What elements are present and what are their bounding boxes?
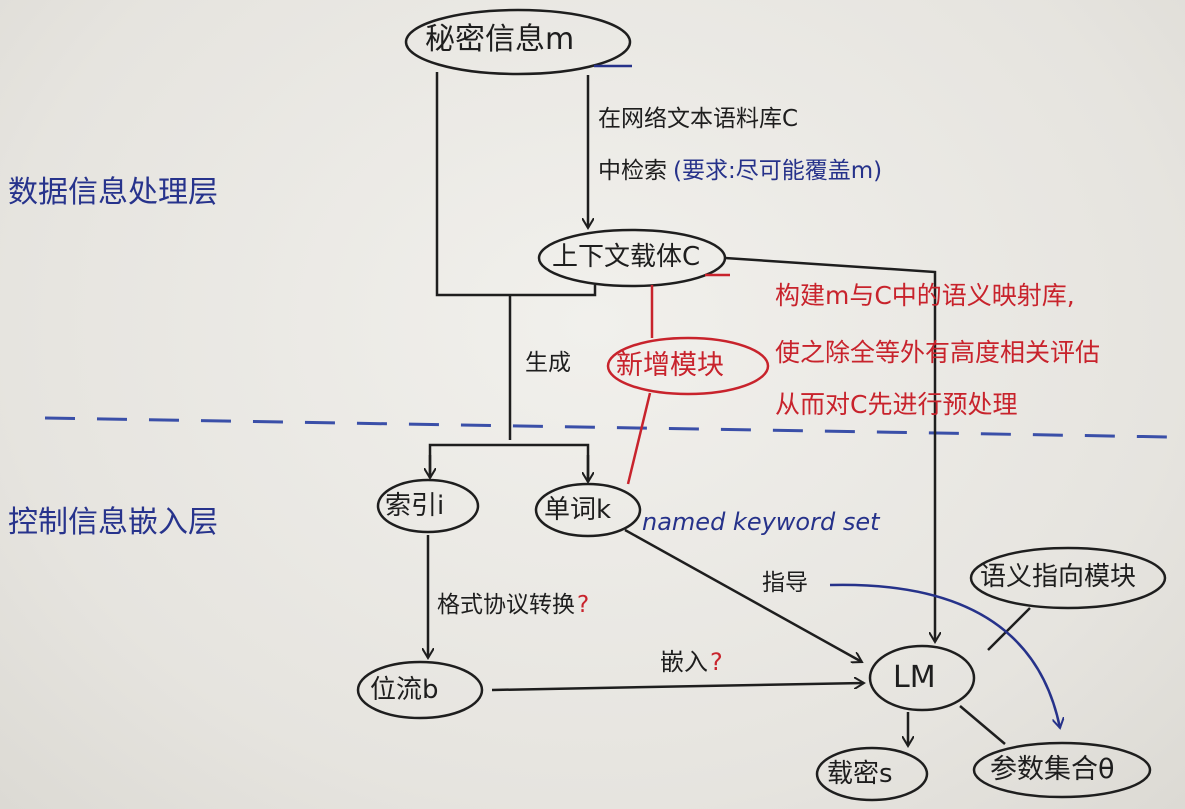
carrier-to-lm-arrow	[724, 256, 935, 642]
word-to-lm-arrow	[624, 528, 862, 662]
semantic-module-label: 语义指向模块	[980, 562, 1137, 592]
params-node-label: 参数集合θ	[990, 754, 1115, 785]
format-convert-text: 格式协议转换	[437, 592, 575, 618]
keyword-set-label: named keyword set	[642, 508, 880, 536]
format-convert-label: 格式协议转换?	[437, 594, 589, 617]
params-node-outline	[972, 741, 1152, 799]
format-question-mark: ?	[577, 592, 590, 618]
index-node-label: 索引i	[385, 491, 445, 521]
bitstream-node-label: 位流b	[370, 675, 439, 705]
carrier-node-label: 上下文载体C	[552, 242, 701, 272]
stego-node-label: 载密s	[827, 759, 893, 789]
lm-node-label: LM	[893, 660, 936, 695]
data-processing-layer-label: 数据信息处理层	[8, 175, 218, 210]
bitstream-to-lm-arrow	[491, 683, 864, 692]
retrieve-label-black: 中检索	[598, 158, 667, 184]
generate-label: 生成	[525, 350, 571, 376]
semantic-to-lm-line	[987, 607, 1031, 651]
retrieve-requirement-label: (要求:尽可能覆盖m)	[673, 158, 883, 184]
annotation-line-1: 构建m与C中的语义映射库,	[775, 281, 1075, 310]
secret-node-label: 秘密信息m	[425, 22, 575, 57]
embed-text: 嵌入	[660, 648, 708, 676]
new-module-outline	[606, 336, 770, 396]
control-embedding-layer-label: 控制信息嵌入层	[8, 505, 218, 540]
new-module-label: 新增模块	[616, 350, 724, 381]
annotation-line-2: 使之除全等外有高度相关评估	[775, 338, 1101, 367]
lm-node-outline	[868, 644, 976, 712]
secret-node-outline	[404, 8, 632, 76]
guide-label: 指导	[762, 570, 808, 596]
guide-curve-arrow	[829, 583, 1060, 728]
semantic-module-outline	[969, 546, 1167, 610]
index-node-outline	[376, 478, 480, 534]
branch-line	[428, 443, 590, 482]
layer-divider	[44, 416, 1171, 439]
embed-question-mark: ?	[710, 648, 723, 676]
lm-to-params-line	[959, 705, 1006, 745]
secret-to-merge-line	[435, 72, 597, 297]
retrieve-label-line2: 中检索(要求:尽可能覆盖m)	[598, 160, 882, 183]
retrieve-label-line1: 在网络文本语料库C	[598, 106, 799, 132]
stego-node-outline	[815, 746, 929, 802]
word-node-outline	[534, 482, 642, 538]
word-node-label: 单词k	[544, 495, 612, 525]
annotation-line-3: 从而对C先进行预处理	[775, 390, 1018, 419]
new-module-down-line	[626, 392, 652, 485]
bitstream-node-outline	[356, 660, 484, 720]
embed-label: 嵌入?	[660, 650, 723, 674]
